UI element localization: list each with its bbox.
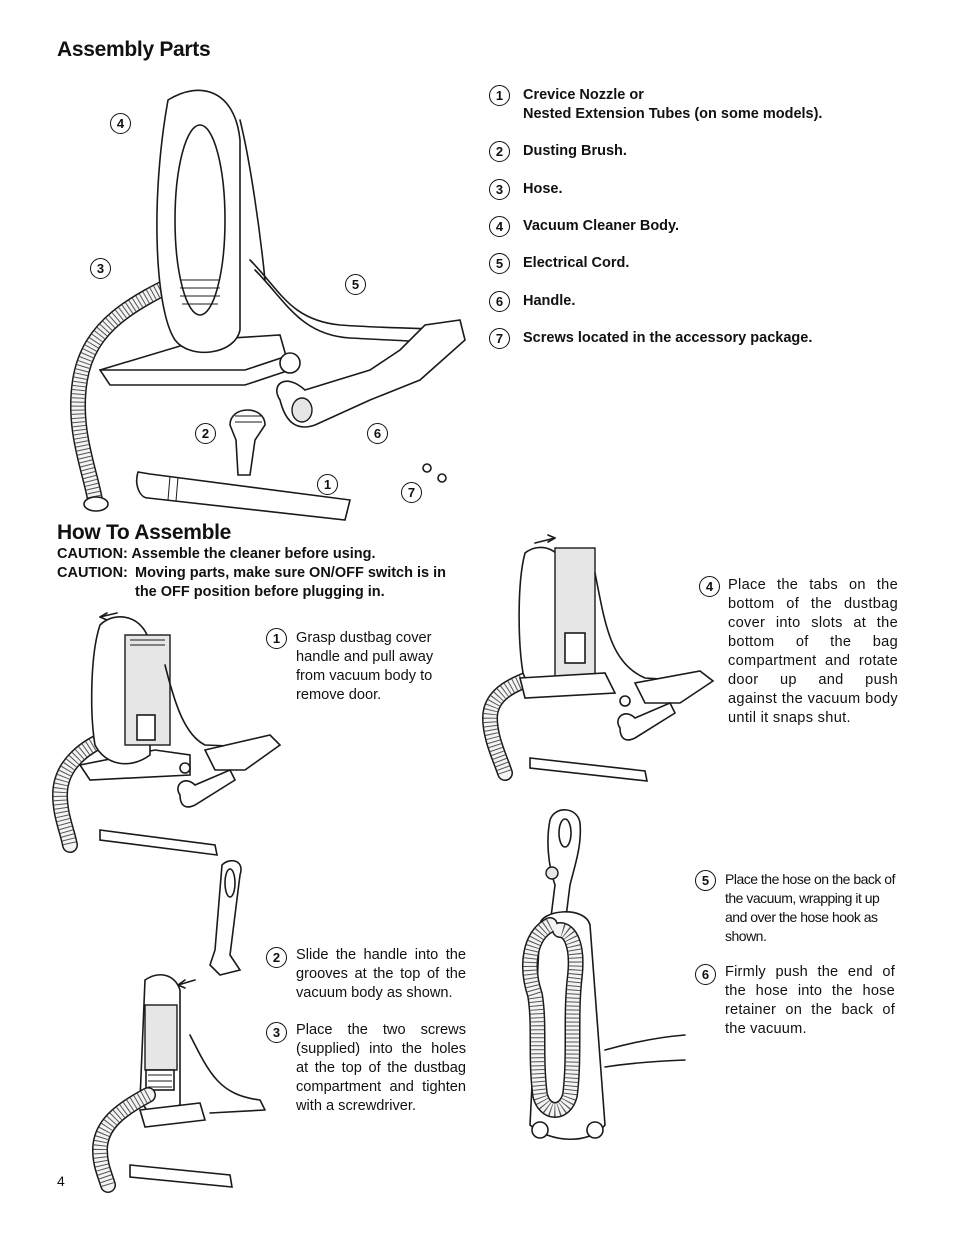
step-1-text: Grasp dustbag cover handle and pull away… (296, 630, 434, 703)
page-number: 4 (57, 1173, 65, 1189)
part-label: Dusting Brush. (523, 143, 627, 159)
caution-2-label: CAUTION: (57, 565, 128, 581)
assembly-parts-title: Assembly Parts (57, 38, 211, 61)
callout-7: 7 (401, 482, 422, 503)
step-2-3-illustration (91, 859, 266, 1193)
callout-4: 4 (110, 113, 131, 134)
callout-3: 3 (90, 258, 111, 279)
part-label: Electrical Cord. (523, 255, 630, 271)
part-number: 2 (489, 141, 510, 162)
callout-2: 2 (195, 423, 216, 444)
step-3-text: Place the two screws (supplied) into the… (296, 1022, 466, 1114)
step-4-text: Place the tabs on the bottom of the dust… (728, 577, 898, 726)
part-label-line2: Nested Extension Tubes (on some models). (523, 106, 823, 122)
part-number: 4 (489, 216, 510, 237)
step-4-illustration (481, 534, 715, 782)
part-number: 3 (489, 179, 510, 200)
part-label: Screws located in the accessory package. (523, 330, 813, 346)
caution-2-line1: Moving parts, make sure ON/OFF switch is… (135, 565, 447, 581)
part-label: Handle. (523, 293, 576, 309)
part-number: 5 (489, 253, 510, 274)
callout-6: 6 (367, 423, 388, 444)
part-label: Vacuum Cleaner Body. (523, 218, 680, 234)
step-3-number: 3 (266, 1022, 287, 1043)
step-4-number: 4 (699, 576, 720, 597)
step-5-6-illustration (522, 809, 686, 1141)
callout-5: 5 (345, 274, 366, 295)
step-2-text: Slide the handle into the grooves at the… (296, 947, 466, 1001)
part-number: 7 (489, 328, 510, 349)
callout-1: 1 (317, 474, 338, 495)
part-number: 6 (489, 291, 510, 312)
step-6-number: 6 (695, 964, 716, 985)
assembly-parts-illustration (69, 89, 466, 521)
step-1-illustration (51, 612, 282, 856)
step-6-text: Firmly push the end of the hose into the… (725, 964, 895, 1037)
step-5-text: Place the hose on the back of the vacuum… (725, 871, 895, 944)
step-1-number: 1 (266, 628, 287, 649)
caution-1: CAUTION: Assemble the cleaner before usi… (57, 546, 376, 562)
step-2-number: 2 (266, 947, 287, 968)
part-label: Crevice Nozzle or (523, 87, 644, 103)
part-number: 1 (489, 85, 510, 106)
caution-2-line2: the OFF position before plugging in. (135, 584, 385, 600)
part-label: Hose. (523, 181, 563, 197)
how-to-assemble-title: How To Assemble (57, 521, 232, 544)
step-5-number: 5 (695, 870, 716, 891)
